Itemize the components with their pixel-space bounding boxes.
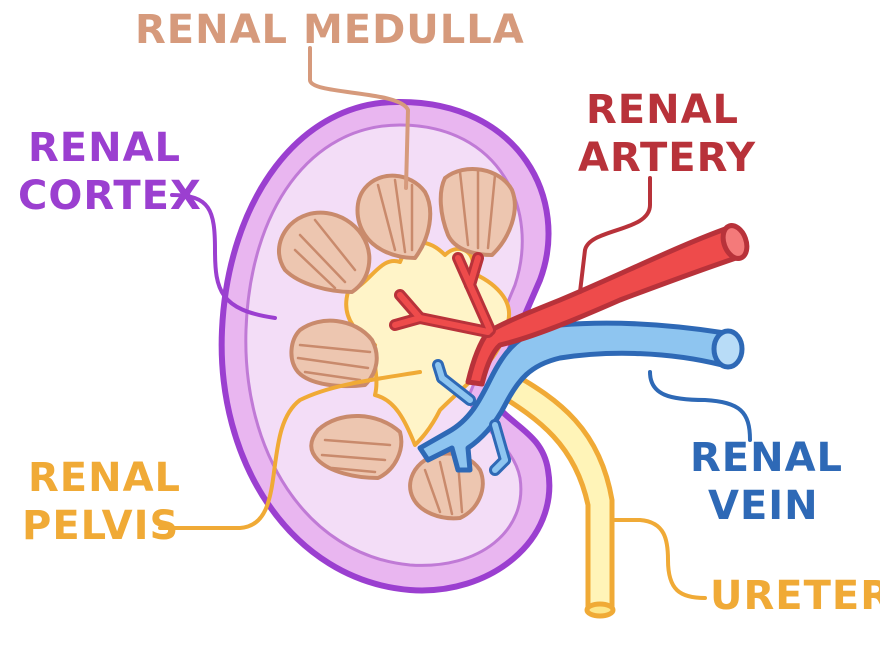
label-renal-cortex-line2: CORTEX <box>18 173 202 219</box>
vein-leader <box>648 370 752 442</box>
label-renal-medulla: RENAL MEDULLA <box>135 7 525 53</box>
medulla-leader <box>308 46 410 190</box>
ureter-opening <box>584 601 616 619</box>
label-ureter: URETER <box>710 573 880 619</box>
artery-leader <box>578 176 652 294</box>
label-renal-pelvis-line2: PELVIS <box>22 503 180 549</box>
pyramid-1 <box>277 210 372 294</box>
label-renal-cortex-line1: RENAL <box>28 125 182 171</box>
label-renal-vein-line2: VEIN <box>708 483 819 529</box>
cortex-leader <box>170 193 277 320</box>
label-renal-artery-line1: RENAL <box>586 87 740 133</box>
ureter-leader <box>613 518 707 600</box>
pelvis-leader <box>158 370 422 530</box>
pyramid-5 <box>309 414 404 480</box>
label-renal-artery-line2: ARTERY <box>578 135 757 181</box>
pyramid-4 <box>289 318 379 389</box>
renal-vein-opening <box>711 328 745 370</box>
label-renal-vein-line1: RENAL <box>690 435 844 481</box>
renal-artery-opening <box>720 223 750 261</box>
renal-artery-shape <box>465 225 745 387</box>
label-renal-pelvis-line1: RENAL <box>28 455 182 501</box>
pyramid-stripes <box>293 168 497 516</box>
